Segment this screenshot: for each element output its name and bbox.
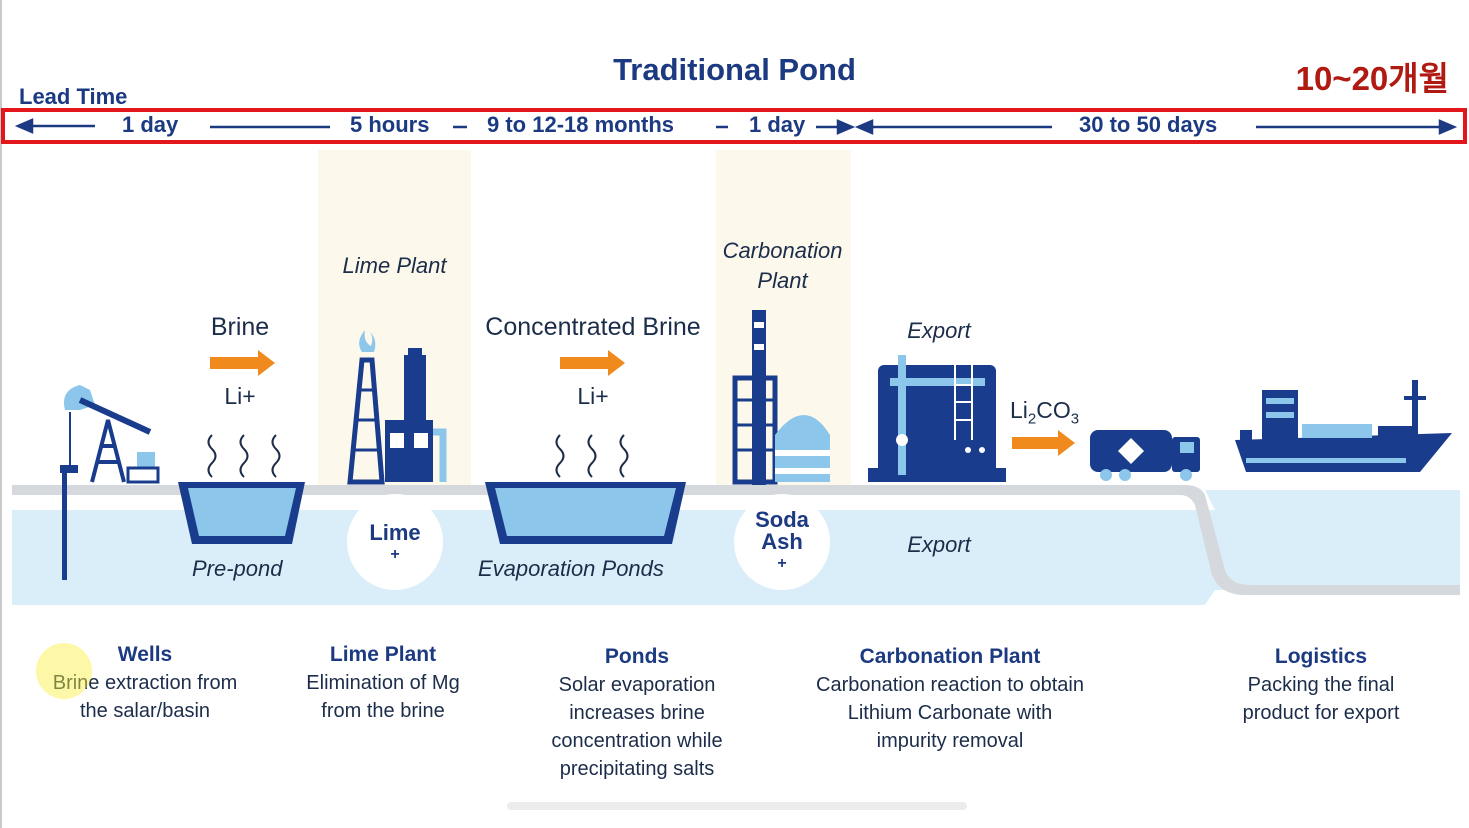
arrow-left-icon bbox=[14, 118, 34, 134]
carbonation-plant-icon bbox=[732, 310, 830, 485]
brine-label: Brine bbox=[210, 313, 270, 341]
cargo-ship-icon bbox=[1235, 380, 1452, 472]
cursor-highlight bbox=[36, 643, 92, 699]
pre-pond-label: Pre-pond bbox=[192, 556, 283, 581]
step-wells: Wells Brine extraction from the salar/ba… bbox=[20, 641, 270, 725]
step-line: product for export bbox=[1242, 702, 1400, 724]
step-line: Packing the final bbox=[1247, 674, 1395, 696]
li-ion-label: Li+ bbox=[224, 383, 256, 409]
timeline-segment-lime: 5 hours bbox=[350, 112, 430, 137]
lead-time-label: Lead Time bbox=[19, 84, 128, 109]
lithium-carbonate-formula: Li2CO3 bbox=[1010, 397, 1080, 428]
step-heading: Ponds bbox=[604, 645, 670, 668]
carbonation-plant-label-line2: Plant bbox=[757, 268, 808, 293]
step-line: increases brine bbox=[569, 702, 705, 724]
lime-input-badge: Lime + bbox=[347, 494, 443, 590]
step-lime-plant: Lime Plant Elimination of Mg from the br… bbox=[273, 641, 493, 725]
orange-arrow-icon bbox=[210, 350, 275, 376]
step-heading: Wells bbox=[117, 643, 173, 666]
evaporation-steam-icon bbox=[207, 434, 281, 478]
arrow-right-icon bbox=[1438, 119, 1458, 135]
concentrated-brine-label: Concentrated Brine bbox=[485, 313, 701, 341]
arrow-left-icon bbox=[854, 119, 874, 135]
step-heading: Lime Plant bbox=[329, 643, 437, 666]
step-heading: Carbonation Plant bbox=[859, 645, 1041, 668]
evaporation-pond-icon bbox=[485, 434, 686, 544]
evaporation-steam-icon bbox=[555, 434, 629, 478]
timeline-segment-carbonation: 1 day bbox=[749, 112, 806, 137]
duration-korean-label: 10~20개월 bbox=[1295, 60, 1449, 97]
pump-jack-icon bbox=[60, 385, 160, 580]
evaporation-ponds-label: Evaporation Ponds bbox=[478, 556, 664, 581]
li-ion-label: Li+ bbox=[577, 383, 609, 409]
truck-icon bbox=[1090, 430, 1200, 481]
step-logistics: Logistics Packing the final product for … bbox=[1206, 643, 1436, 727]
step-heading: Logistics bbox=[1274, 645, 1368, 668]
step-line: Brine extraction from bbox=[52, 672, 238, 694]
orange-arrow-icon bbox=[1012, 430, 1075, 456]
timeline-arrows bbox=[14, 118, 1458, 135]
lime-plant-label: Lime Plant bbox=[342, 253, 447, 278]
orange-arrow-icon bbox=[560, 350, 625, 376]
step-line: precipitating salts bbox=[559, 758, 715, 780]
page-title: Traditional Pond bbox=[613, 52, 856, 87]
export-label-top: Export bbox=[907, 318, 971, 343]
step-carbonation-plant: Carbonation Plant Carbonation reaction t… bbox=[780, 643, 1120, 755]
window-left-edge bbox=[0, 0, 2, 828]
carbonation-plant-label-line1: Carbonation bbox=[722, 238, 843, 263]
step-line: Solar evaporation bbox=[558, 674, 716, 696]
arrow-right-icon bbox=[836, 119, 856, 135]
timeline-segment-logistics: 30 to 50 days bbox=[1079, 112, 1218, 137]
horizontal-scrollbar[interactable] bbox=[507, 802, 967, 810]
lime-plant-icon bbox=[347, 330, 447, 485]
step-line: Lithium Carbonate with bbox=[847, 702, 1053, 724]
soda-ash-input-badge: Soda Ash + bbox=[734, 494, 830, 590]
pre-pond-icon bbox=[178, 434, 305, 544]
timeline-segment-ponds: 9 to 12-18 months bbox=[487, 112, 675, 137]
step-ponds: Ponds Solar evaporation increases brine … bbox=[507, 643, 767, 783]
step-line: concentration while bbox=[551, 730, 723, 752]
step-line: impurity removal bbox=[876, 730, 1024, 752]
export-storage-icon bbox=[868, 355, 1006, 482]
step-line: Elimination of Mg bbox=[306, 672, 460, 694]
export-label-bottom: Export bbox=[907, 532, 971, 557]
timeline-segment-wells: 1 day bbox=[122, 112, 179, 137]
step-line: from the brine bbox=[321, 700, 445, 722]
flow-arrows bbox=[210, 350, 1075, 456]
step-line: the salar/basin bbox=[79, 700, 211, 722]
step-line: Carbonation reaction to obtain bbox=[816, 674, 1084, 696]
